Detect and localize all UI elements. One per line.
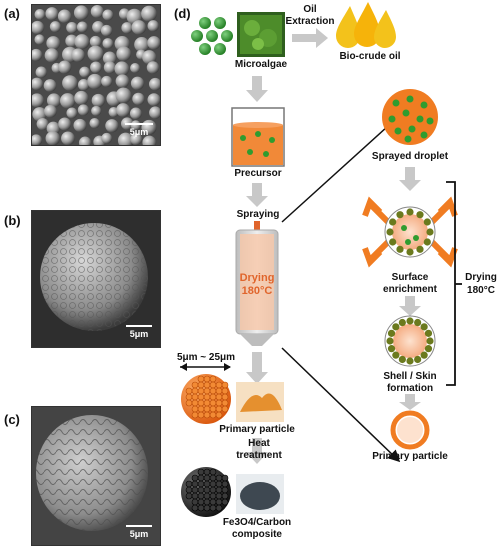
oil-extraction-label-line2: Extraction — [285, 16, 335, 27]
microalgae-label: Microalgae — [234, 59, 288, 70]
microalgae-photo — [237, 12, 285, 57]
oil-extraction-label-line1: Oil — [303, 4, 317, 15]
microalgae-cells-icon — [191, 17, 233, 55]
oil-extraction-arrow — [292, 28, 328, 48]
scale-bar-a — [125, 123, 153, 125]
panel-label-b: (b) — [4, 213, 21, 228]
scale-label-b: 5μm — [129, 329, 149, 339]
precursor-beaker-icon — [231, 107, 285, 167]
shell-formation-label-line2: formation — [386, 383, 434, 394]
drying-column-label-line2: 180°C — [241, 285, 273, 297]
sem-image-c: 5μm — [31, 406, 161, 546]
bio-crude-oil-label: Bio-crude oil — [339, 51, 401, 62]
oil-droplets-icon — [336, 2, 396, 48]
composite-label-line1: Fe3O4/Carbon — [222, 517, 292, 528]
shell-formation-label-line1: Shell / Skin — [383, 371, 437, 382]
scale-label-c: 5μm — [129, 529, 149, 539]
arrow-to-precursor — [246, 76, 268, 102]
panel-label-a: (a) — [4, 6, 20, 21]
scale-bar-c — [126, 525, 152, 527]
surface-enrichment-label-line2: enrichment — [383, 284, 437, 295]
arrow-to-spraying — [246, 183, 268, 207]
precursor-label: Precursor — [234, 168, 282, 179]
arrow-to-final-particle — [399, 394, 421, 410]
heat-treatment-label-line1: Heat — [248, 438, 270, 449]
surface-enrichment-icon — [362, 196, 458, 268]
composite-photo — [236, 474, 284, 514]
hollow-particle-icon — [390, 410, 430, 450]
arrow-to-primary-particle — [246, 352, 268, 384]
drying-bracket-label-line2: 180°C — [467, 285, 495, 296]
sem-particle-c — [32, 407, 160, 545]
sem-spheres-a — [32, 5, 160, 145]
drying-bracket-label-line1: Drying — [465, 272, 497, 283]
sprayed-droplet-label: Sprayed droplet — [371, 151, 449, 162]
arrow-to-sprayed-droplet — [281, 114, 401, 223]
primary-particle-photo — [236, 382, 284, 422]
surface-enrichment-label-line1: Surface — [391, 272, 429, 283]
composite-label-line2: composite — [231, 529, 282, 540]
sem-image-b: 5μm — [31, 210, 161, 348]
primary-particle-ball-icon — [181, 374, 231, 424]
spray-dryer-column — [235, 221, 279, 346]
arrow-to-mechanism-primary-particle — [281, 347, 401, 463]
composite-ball-icon — [181, 467, 231, 517]
size-range-label: 5μm ~ 25μm — [176, 352, 236, 363]
spraying-label: Spraying — [236, 209, 280, 220]
arrow-to-composite — [246, 438, 268, 464]
mechanism-primary-particle-label: Primary particle — [372, 451, 448, 462]
sprayed-droplet-icon — [382, 89, 438, 145]
panel-label-c: (c) — [4, 412, 20, 427]
sem-image-a: 5μm — [31, 4, 161, 146]
primary-particle-label: Primary particle — [219, 424, 295, 435]
sem-sphere-b — [32, 211, 160, 347]
arrow-to-shell-formation — [399, 296, 421, 316]
panel-label-d: (d) — [174, 6, 191, 21]
shell-formation-icon — [384, 315, 436, 367]
drying-column-label-line1: Drying — [239, 272, 275, 284]
scale-label-a: 5μm — [129, 127, 149, 137]
heat-treatment-label-line2: treatment — [236, 450, 282, 461]
arrow-to-surface-enrichment — [399, 167, 421, 191]
scale-bar-b — [126, 325, 152, 327]
